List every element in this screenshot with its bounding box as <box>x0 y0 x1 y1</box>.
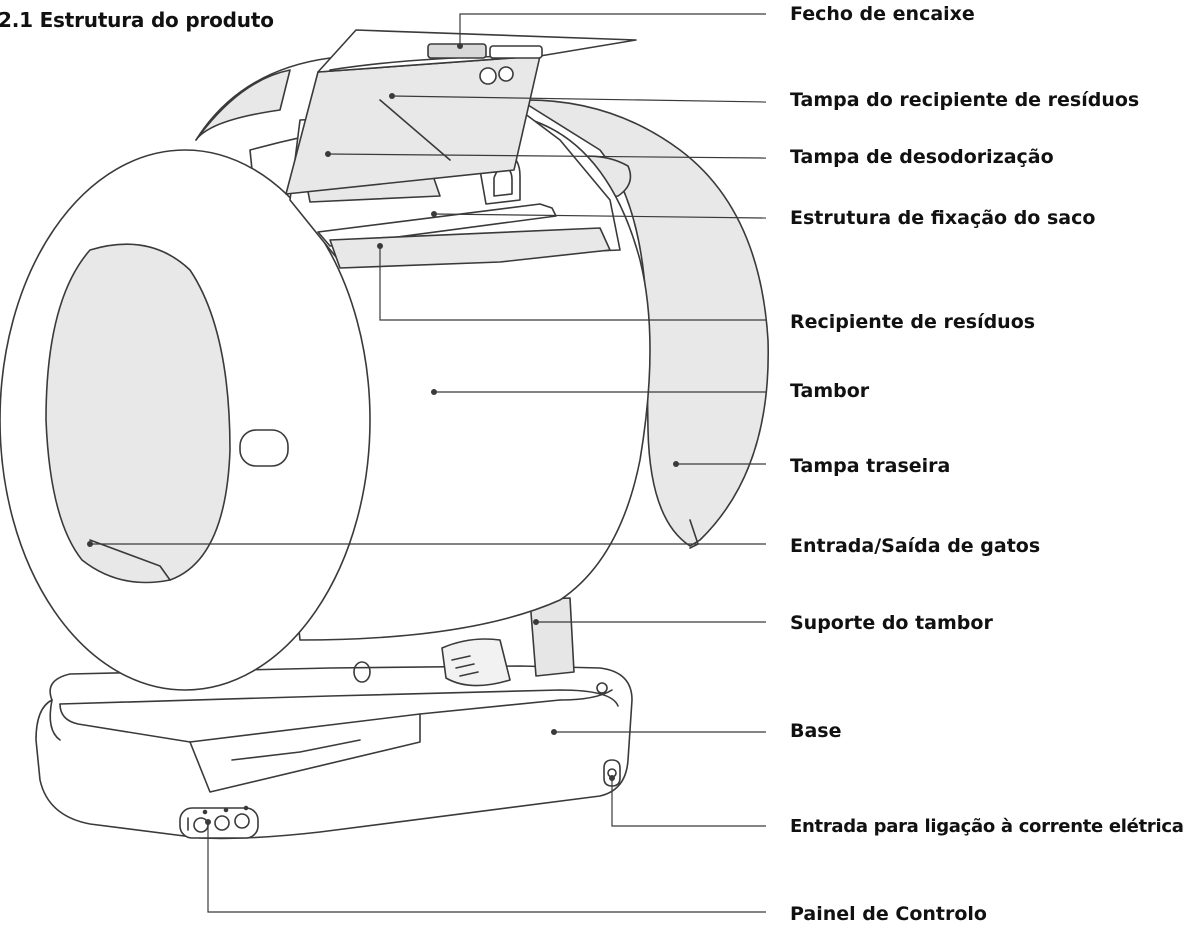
base-illustration <box>35 665 633 840</box>
section-title: 2.1 Estrutura do produto <box>0 8 274 32</box>
waste-bin-lid-illustration <box>285 29 637 195</box>
label-base: Base <box>790 720 842 742</box>
drum-support-illustration <box>353 597 575 687</box>
power-inlet-illustration <box>603 759 621 787</box>
anchor-dots <box>87 43 679 825</box>
label-cat-entrance: Entrada/Saída de gatos <box>790 535 1041 557</box>
label-waste-bin-lid: Tampa do recipiente de resíduos <box>790 89 1140 111</box>
label-bag-holder: Estrutura de fixação do saco <box>790 207 1096 229</box>
label-control-panel: Painel de Controlo <box>790 903 987 925</box>
label-power-inlet: Entrada para ligação à corrente elétrica <box>790 816 1184 837</box>
label-waste-bin: Recipiente de resíduos <box>790 311 1036 333</box>
label-deodorizer-lid: Tampa de desodorização <box>790 146 1054 168</box>
label-rear-cover: Tampa traseira <box>790 455 951 477</box>
label-drum: Tambor <box>790 380 870 402</box>
leader-lines <box>90 13 767 913</box>
label-latch: Fecho de encaixe <box>790 3 975 25</box>
control-panel-illustration <box>179 805 259 839</box>
label-drum-support: Suporte do tambor <box>790 612 993 634</box>
